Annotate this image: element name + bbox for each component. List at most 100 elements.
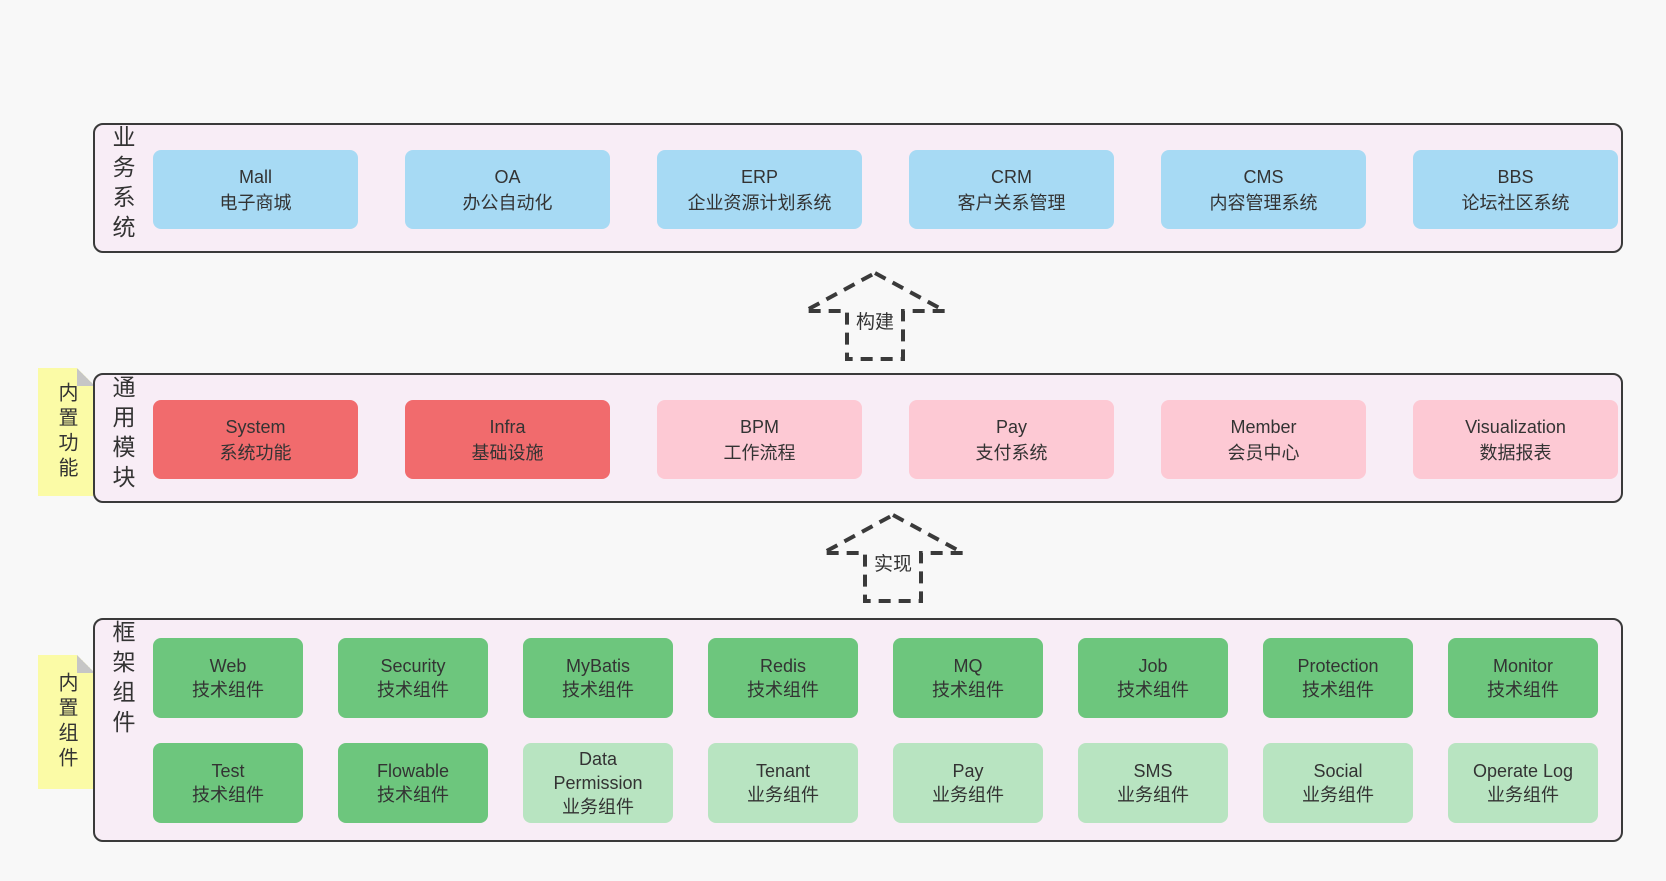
- box-name: OA: [494, 166, 521, 187]
- box-desc: 技术组件: [192, 680, 264, 700]
- box-name: Operate Log: [1472, 761, 1574, 781]
- box-bbs: BBS 论坛社区系统: [1413, 150, 1618, 229]
- band-framework-components: 框架组件 Web 技术组件 Security 技术组件 MyBatis 技术组件…: [93, 618, 1623, 842]
- box-desc: 技术组件: [377, 680, 449, 700]
- sticky-note-built-in-components: 内置组件: [38, 655, 95, 789]
- box-desc: 企业资源计划系统: [687, 192, 832, 213]
- band-label: 框架组件: [109, 620, 135, 740]
- box-desc: 系统功能: [219, 442, 292, 463]
- box-test: Test 技术组件: [153, 743, 303, 823]
- box-name: MQ: [953, 656, 983, 676]
- box-name: Protection: [1297, 656, 1379, 676]
- box-desc: 基础设施: [471, 442, 544, 463]
- box-desc: 电子商城: [219, 192, 292, 213]
- box-sms: SMS 业务组件: [1078, 743, 1228, 823]
- box-oa: OA 办公自动化: [405, 150, 610, 229]
- box-desc: 业务组件: [747, 785, 819, 805]
- box-name: Web: [209, 656, 247, 676]
- band-label: 业务系统: [109, 125, 135, 245]
- box-pay-biz: Pay 业务组件: [893, 743, 1043, 823]
- framework-components-row-2: Test 技术组件 Flowable 技术组件 Data Permission …: [153, 743, 1598, 823]
- box-desc: 技术组件: [377, 785, 449, 805]
- box-name: Monitor: [1492, 656, 1554, 676]
- box-name: BBS: [1497, 166, 1534, 187]
- box-name: Test: [211, 761, 245, 781]
- box-desc: 业务组件: [1487, 785, 1559, 805]
- box-protection: Protection 技术组件: [1263, 638, 1413, 718]
- box-name: BPM: [739, 416, 779, 437]
- build-arrow-label: 构建: [856, 311, 894, 333]
- box-web: Web 技术组件: [153, 638, 303, 718]
- box-desc: 数据报表: [1479, 442, 1552, 463]
- band-common-modules: 通用模块 System 系统功能 Infra 基础设施 BPM 工作流程 Pay…: [93, 373, 1623, 503]
- box-name: Tenant: [755, 761, 811, 781]
- box-security: Security 技术组件: [338, 638, 488, 718]
- box-name: Flowable: [376, 761, 450, 781]
- box-name: Visualization: [1465, 416, 1566, 437]
- box-social: Social 业务组件: [1263, 743, 1413, 823]
- box-name: Social: [1313, 761, 1363, 781]
- box-desc: 技术组件: [1487, 680, 1559, 700]
- box-bpm: BPM 工作流程: [657, 400, 862, 479]
- box-name: Job: [1138, 656, 1168, 676]
- box-name: Member: [1230, 416, 1297, 437]
- box-pay: Pay 支付系统: [909, 400, 1114, 479]
- box-visualization: Visualization 数据报表: [1413, 400, 1618, 479]
- box-operate-log: Operate Log 业务组件: [1448, 743, 1598, 823]
- box-system: System 系统功能: [153, 400, 358, 479]
- box-name: ERP: [740, 166, 778, 187]
- box-desc: 业务组件: [562, 797, 634, 817]
- box-name: SMS: [1133, 761, 1173, 781]
- box-name: Data Permission: [553, 749, 643, 793]
- box-desc: 技术组件: [747, 680, 819, 700]
- business-systems-row: Mall 电子商城 OA 办公自动化 ERP 企业资源计划系统 CRM 客户关系…: [153, 150, 1618, 229]
- box-desc: 业务组件: [932, 785, 1004, 805]
- box-name: System: [225, 416, 286, 437]
- box-name: Security: [380, 656, 446, 676]
- implement-arrow-icon: 实现: [822, 512, 964, 603]
- sticky-note-text: 内置组件: [55, 672, 77, 772]
- framework-components-row-1: Web 技术组件 Security 技术组件 MyBatis 技术组件 Redi…: [153, 638, 1598, 718]
- box-flowable: Flowable 技术组件: [338, 743, 488, 823]
- box-name: MyBatis: [565, 656, 630, 676]
- box-mall: Mall 电子商城: [153, 150, 358, 229]
- box-desc: 技术组件: [1117, 680, 1189, 700]
- box-cms: CMS 内容管理系统: [1161, 150, 1366, 229]
- box-erp: ERP 企业资源计划系统: [657, 150, 862, 229]
- box-desc: 论坛社区系统: [1461, 192, 1570, 213]
- box-crm: CRM 客户关系管理: [909, 150, 1114, 229]
- common-modules-row: System 系统功能 Infra 基础设施 BPM 工作流程 Pay 支付系统…: [153, 400, 1618, 479]
- box-name: Pay: [952, 761, 984, 781]
- box-desc: 技术组件: [1302, 680, 1374, 700]
- build-arrow-icon: 构建: [804, 270, 946, 361]
- box-desc: 技术组件: [192, 785, 264, 805]
- box-desc: 内容管理系统: [1209, 192, 1318, 213]
- box-redis: Redis 技术组件: [708, 638, 858, 718]
- implement-arrow-label: 实现: [874, 553, 912, 575]
- box-desc: 业务组件: [1302, 785, 1374, 805]
- box-name: CRM: [991, 166, 1032, 187]
- box-monitor: Monitor 技术组件: [1448, 638, 1598, 718]
- box-desc: 支付系统: [975, 442, 1048, 463]
- box-job: Job 技术组件: [1078, 638, 1228, 718]
- box-infra: Infra 基础设施: [405, 400, 610, 479]
- box-name: Mall: [238, 166, 272, 187]
- box-data-permission: Data Permission 业务组件: [523, 743, 673, 823]
- box-name: Redis: [759, 656, 807, 676]
- box-member: Member 会员中心: [1161, 400, 1366, 479]
- band-business-systems: 业务系统 Mall 电子商城 OA 办公自动化 ERP 企业资源计划系统 CRM…: [93, 123, 1623, 253]
- box-name: Infra: [489, 416, 526, 437]
- box-mq: MQ 技术组件: [893, 638, 1043, 718]
- box-desc: 客户关系管理: [957, 192, 1066, 213]
- band-label: 通用模块: [109, 375, 135, 495]
- box-desc: 办公自动化: [462, 192, 553, 213]
- box-tenant: Tenant 业务组件: [708, 743, 858, 823]
- box-name: Pay: [995, 416, 1028, 437]
- box-desc: 技术组件: [932, 680, 1004, 700]
- box-name: CMS: [1243, 166, 1284, 187]
- box-desc: 业务组件: [1117, 785, 1189, 805]
- box-desc: 会员中心: [1227, 442, 1300, 463]
- box-mybatis: MyBatis 技术组件: [523, 638, 673, 718]
- box-desc: 工作流程: [723, 442, 796, 463]
